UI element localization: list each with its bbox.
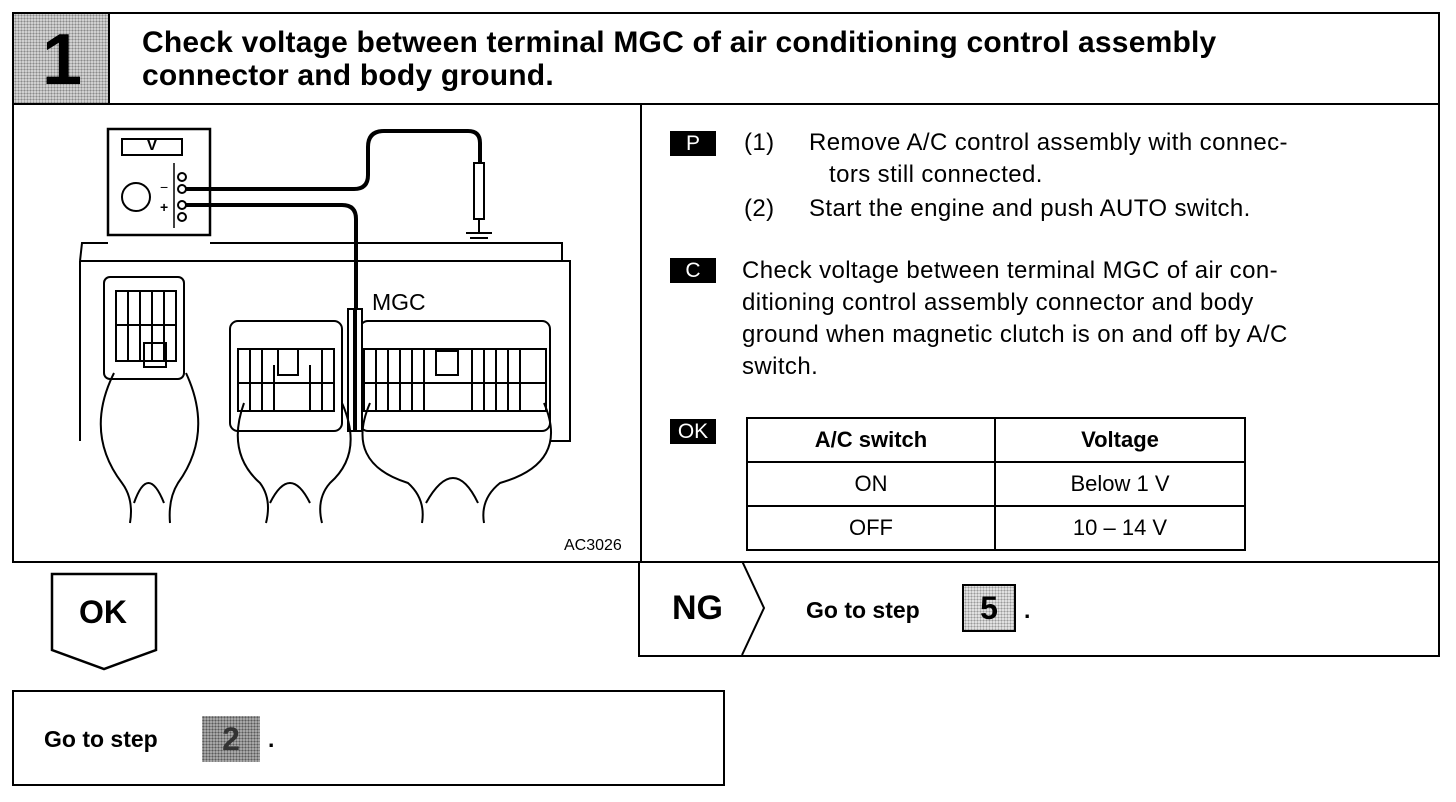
wiring-diagram (79, 127, 571, 524)
ok-goto-step-link[interactable]: 2 (202, 716, 260, 762)
check-line-1: Check voltage between terminal MGC of ai… (742, 257, 1278, 284)
step-number-box: 1 (14, 14, 110, 103)
ok-goto-period: . (268, 726, 275, 752)
procedure-step-1-number: (1) (744, 129, 775, 156)
meter-minus-label: − (160, 179, 169, 195)
check-tag: C (670, 258, 716, 283)
table-header-voltage: Voltage (994, 417, 1246, 463)
table-cell: 10 – 14 V (994, 505, 1246, 551)
meter-plus-label: + (160, 199, 169, 215)
step-number: 1 (41, 20, 83, 100)
voltage-spec-table: A/C switch Voltage ON Below 1 V OFF 10 –… (746, 417, 1246, 551)
ng-chevron-icon (741, 561, 766, 655)
check-line-3: ground when magnetic clutch is on and of… (742, 321, 1288, 348)
figure-code: AC3026 (564, 537, 622, 554)
table-row: OFF 10 – 14 V (746, 505, 1246, 551)
ng-branch-box: NG Go to step 5 . (638, 561, 1440, 657)
voltmeter-icon (106, 127, 212, 237)
meter-label: V (146, 137, 158, 154)
procedure-step-2-number: (2) (744, 195, 775, 222)
check-text: Check voltage between terminal MGC of ai… (742, 255, 1407, 383)
ok-spec-tag: OK (670, 419, 716, 444)
ok-branch-arrow (50, 572, 158, 671)
check-line-4: switch. (742, 353, 819, 380)
ok-branch-label: OK (79, 594, 127, 630)
main-panel: V − + MGC AC3026 P (1) Remove A/C contro… (12, 103, 1440, 563)
ng-branch-label: NG (672, 589, 723, 627)
check-line-2: ditioning control assembly connector and… (742, 289, 1254, 316)
table-cell: ON (746, 461, 996, 507)
table-row: ON Below 1 V (746, 461, 1246, 507)
probe-wires (186, 129, 482, 309)
terminal-label: MGC (372, 289, 426, 315)
ground-probe-icon (466, 162, 492, 244)
step-header: 1 Check voltage between terminal MGC of … (12, 12, 1440, 105)
table-header-row: A/C switch Voltage (746, 417, 1246, 463)
ok-next-step-box: Go to step 2 . (12, 690, 725, 786)
wiring-figure: V − + MGC AC3026 (14, 103, 642, 561)
table-cell: Below 1 V (994, 461, 1246, 507)
table-header-ac-switch: A/C switch (746, 417, 996, 463)
title-line-1: Check voltage between terminal MGC of ai… (142, 26, 1217, 59)
title-line-2: connector and body ground. (142, 59, 554, 92)
procedure-step-1-line-2: tors still connected. (829, 161, 1043, 188)
ng-goto-step-link[interactable]: 5 (962, 584, 1016, 632)
control-assembly (79, 242, 571, 524)
procedure-step-1-line-1: Remove A/C control assembly with connec- (809, 129, 1288, 156)
ok-goto-text: Go to step (44, 726, 158, 752)
ng-goto-period: . (1024, 597, 1031, 623)
table-cell: OFF (746, 505, 996, 551)
procedure-step-1-text: Remove A/C control assembly with connec-… (809, 127, 1409, 191)
procedure-step-2-text: Start the engine and push AUTO switch. (809, 195, 1251, 222)
procedure-tag: P (670, 131, 716, 156)
ng-goto-text: Go to step (806, 597, 920, 623)
step-title: Check voltage between terminal MGC of ai… (142, 26, 1432, 92)
